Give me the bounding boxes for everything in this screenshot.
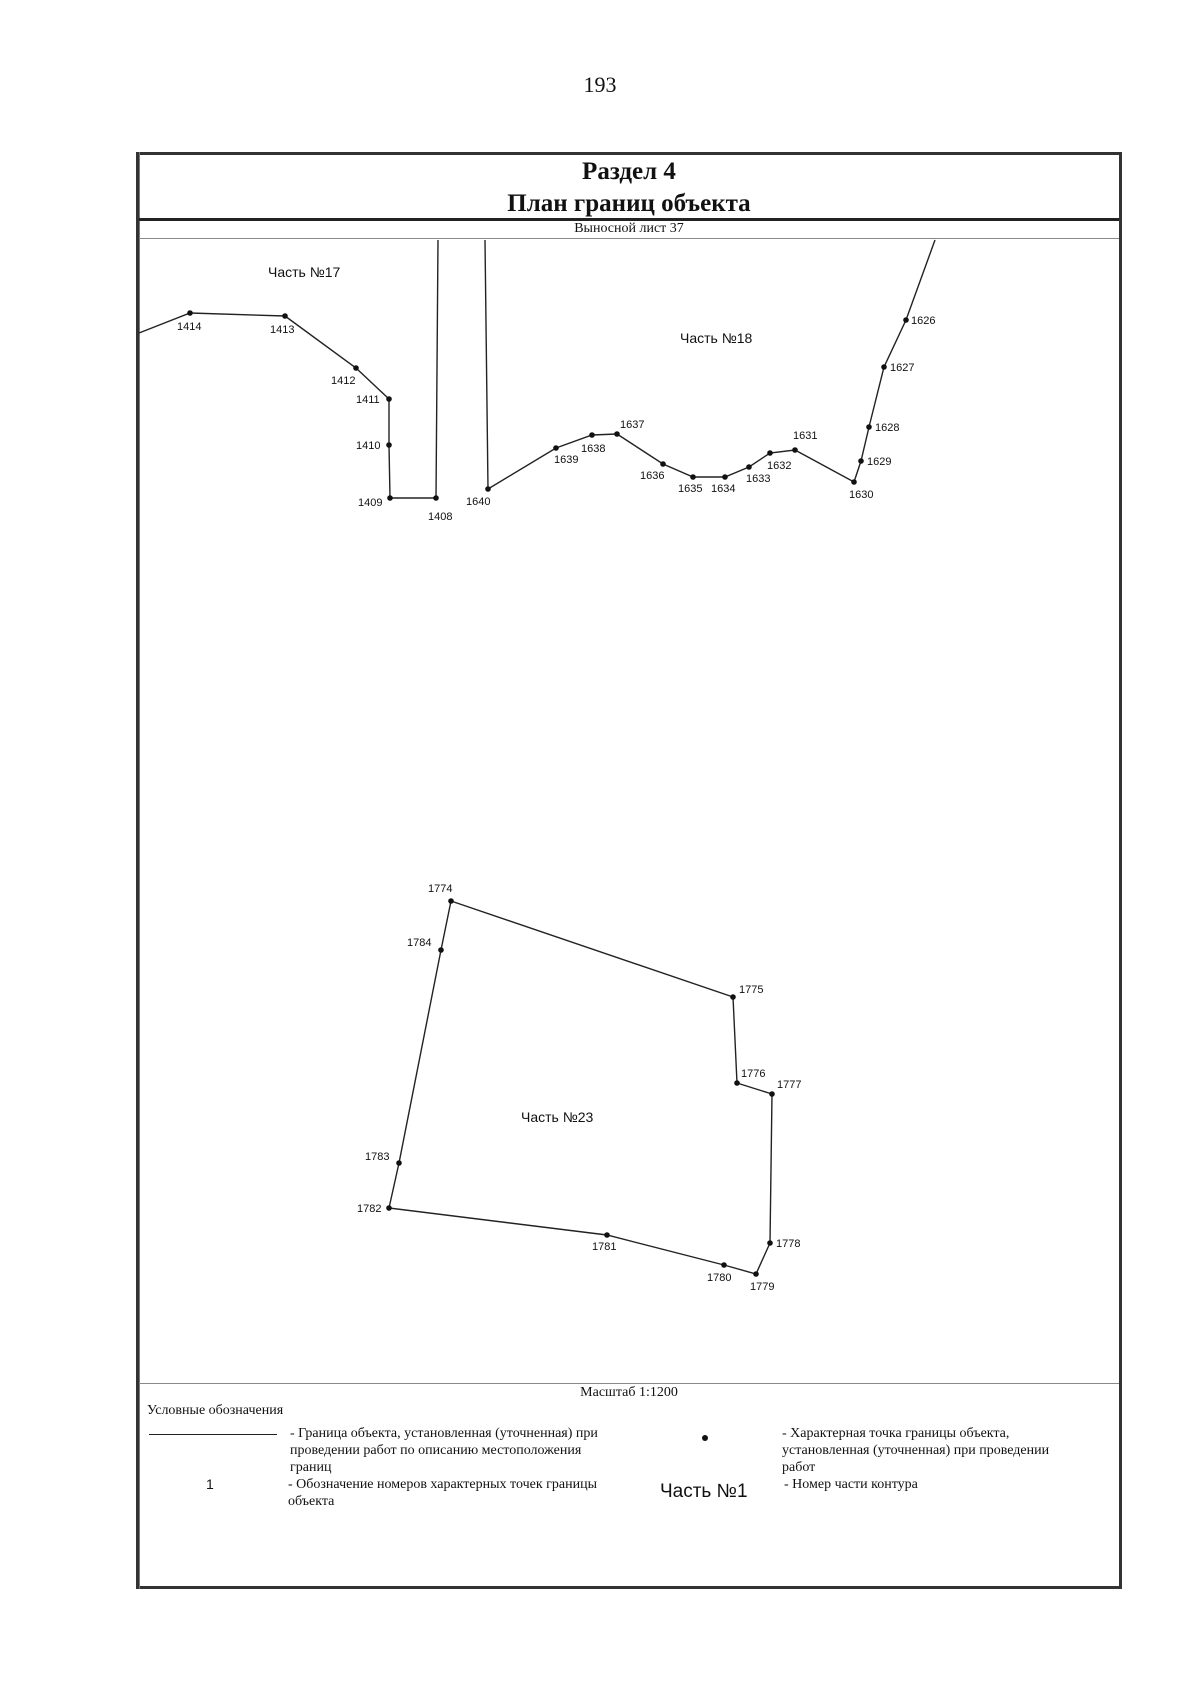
point-1409 (387, 495, 393, 501)
point-1639 (553, 445, 559, 451)
point-label: 1779 (750, 1281, 774, 1293)
point-1636 (660, 461, 666, 467)
point-label: 1780 (707, 1272, 731, 1284)
point-label: 1777 (777, 1079, 801, 1091)
point-label: 1783 (365, 1151, 389, 1163)
part-label-18: Часть №18 (680, 330, 753, 346)
scale-label: Масштаб 1:1200 (580, 1385, 678, 1400)
point-1411 (386, 396, 392, 402)
legend-boundary-line-sample (149, 1434, 277, 1435)
point-1776 (734, 1080, 740, 1086)
frame-inner-border (139, 152, 140, 1589)
point-label: 1413 (270, 324, 294, 336)
legend-boundary-text: - Граница объекта, установленная (уточне… (290, 1426, 598, 1475)
point-labels: 1414 1413 1412 1411 1410 1409 1408 1640 … (177, 315, 935, 1293)
point-label: 1776 (741, 1068, 765, 1080)
legend-point-sample (702, 1435, 708, 1441)
point-label: 1774 (428, 883, 452, 895)
point-1634 (722, 474, 728, 480)
point-1780 (721, 1262, 727, 1268)
point-1640 (485, 486, 491, 492)
scale-divider (139, 1383, 1119, 1384)
point-1633 (746, 464, 752, 470)
legend-title: Условные обозначения (147, 1403, 284, 1418)
point-1627 (881, 364, 887, 370)
point-1412 (353, 365, 359, 371)
point-label: 1635 (678, 483, 702, 495)
page-number: 193 (583, 72, 617, 97)
point-label: 1636 (640, 470, 664, 482)
point-label: 1410 (356, 440, 380, 452)
point-label: 1637 (620, 419, 644, 431)
point-label: 1628 (875, 422, 899, 434)
point-label: 1781 (592, 1241, 616, 1253)
plan-frame (136, 152, 1122, 1589)
legend-number-text: - Обозначение номеров характерных точек … (288, 1477, 597, 1509)
point-1784 (438, 947, 444, 953)
legend-part-text: - Номер части контура (784, 1477, 918, 1492)
point-1779 (753, 1271, 759, 1277)
point-label: 1630 (849, 489, 873, 501)
point-1782 (386, 1205, 392, 1211)
point-1413 (282, 313, 288, 319)
point-label: 1778 (776, 1238, 800, 1250)
point-1777 (769, 1091, 775, 1097)
point-label: 1626 (911, 315, 935, 327)
part-23-boundary (388, 900, 773, 1275)
point-1630 (851, 479, 857, 485)
plan-title: План границ объекта (507, 190, 751, 217)
point-1414 (187, 310, 193, 316)
point-1410 (386, 442, 392, 448)
point-label: 1409 (358, 497, 382, 509)
point-1775 (730, 994, 736, 1000)
boundary-points (187, 310, 909, 1277)
point-1638 (589, 432, 595, 438)
legend-part-sample: Часть №1 (660, 1481, 748, 1502)
point-1632 (767, 450, 773, 456)
point-1637 (614, 431, 620, 437)
plan-header: Раздел 4 План границ объекта (139, 155, 1119, 221)
point-label: 1634 (711, 483, 735, 495)
point-label: 1629 (867, 456, 891, 468)
point-1635 (690, 474, 696, 480)
point-label: 1782 (357, 1203, 381, 1215)
point-1629 (858, 458, 864, 464)
point-label: 1627 (890, 362, 914, 374)
point-1783 (396, 1160, 402, 1166)
point-label: 1638 (581, 443, 605, 455)
point-label: 1640 (466, 496, 490, 508)
point-label: 1775 (739, 984, 763, 996)
point-1778 (767, 1240, 773, 1246)
point-label: 1412 (331, 375, 355, 387)
sheet-label: Выносной лист 37 (139, 221, 1119, 239)
point-1774 (448, 898, 454, 904)
part-18-boundary (484, 239, 936, 491)
point-label: 1411 (356, 394, 380, 406)
point-1626 (903, 317, 909, 323)
legend-number-sample: 1 (206, 1476, 214, 1492)
point-label: 1784 (407, 937, 431, 949)
point-label: 1631 (793, 430, 817, 442)
section-title: Раздел 4 (582, 158, 676, 185)
point-label: 1408 (428, 511, 452, 523)
point-label: 1633 (746, 473, 770, 485)
point-1631 (792, 447, 798, 453)
point-1408 (433, 495, 439, 501)
part-labels: Часть №17 Часть №18 Часть №23 (268, 264, 753, 1125)
point-label: 1414 (177, 321, 201, 333)
part-label-23: Часть №23 (521, 1109, 594, 1125)
point-label: 1639 (554, 454, 578, 466)
legend-point-text: - Характерная точка границы объекта, уст… (782, 1426, 1050, 1475)
point-label: 1632 (767, 460, 791, 472)
part-label-17: Часть №17 (268, 264, 341, 280)
point-1628 (866, 424, 872, 430)
point-1781 (604, 1232, 610, 1238)
